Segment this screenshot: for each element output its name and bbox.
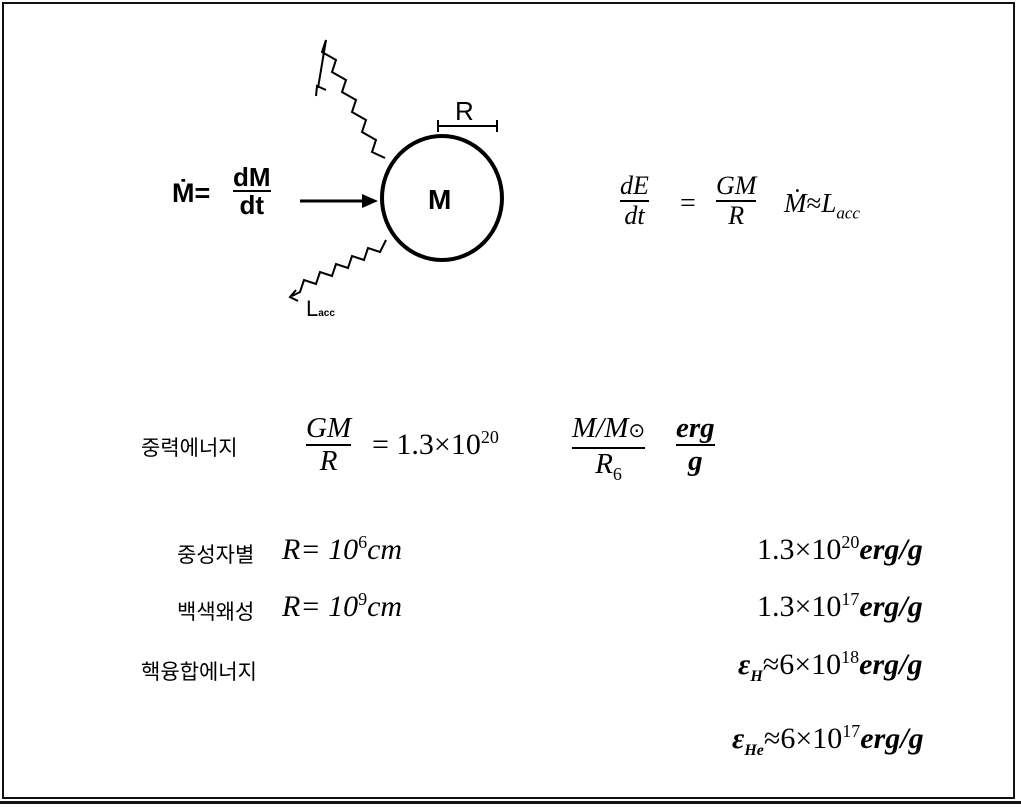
mass-ratio-text: M/M [572, 412, 629, 444]
de-numerator: dE [620, 171, 649, 200]
fusion-energy-label: 핵융합에너지 [141, 660, 257, 684]
accreting-star-circle [380, 134, 504, 262]
grav-unit-bar [676, 444, 715, 446]
gm-over-r-fraction: GM R [716, 171, 757, 230]
mass-label: M [428, 184, 452, 215]
radius-label: R [455, 96, 474, 126]
neutron-star-energy: 1.3×1020erg/g [757, 532, 923, 567]
ns-radius-exp: 6 [358, 532, 368, 552]
luminosity-subscript: acc [318, 308, 335, 319]
grav-coef-text: = 1.3×10 [372, 428, 481, 461]
mdot-symbol: Ṁ= [172, 178, 211, 208]
r6-letter: R [595, 448, 613, 480]
grav-r-denominator: R [319, 445, 338, 477]
grav-exponent: 20 [480, 427, 499, 447]
neutron-star-radius: R= 106cm [282, 532, 402, 567]
energy-rate-equals: = [680, 188, 696, 219]
eps-h-exp: 18 [841, 647, 860, 667]
accretion-arrow-head [362, 194, 378, 208]
eps-he-rest: ≈6×10 [763, 722, 843, 755]
ns-value-unit: erg/g [859, 533, 923, 566]
ns-radius-text: R= 10 [282, 533, 359, 566]
eps-he-sub: He [744, 742, 764, 759]
gm-r-bar [716, 200, 757, 202]
de-dt-bar [620, 200, 649, 202]
mdot-denominator: dt [239, 190, 265, 220]
helium-fusion-energy: εHe≈6×1017erg/g [732, 721, 924, 760]
dt-denominator: dt [624, 201, 645, 230]
approx-sign: ≈ [806, 188, 822, 218]
l-term: L [821, 188, 837, 218]
lower-radiation-wave [291, 239, 387, 297]
mdot-term: Ṁ [784, 188, 807, 218]
grav-mass-ratio-fraction: M/M⊙ R6 [572, 413, 646, 490]
wd-radius-text: R= 10 [282, 590, 359, 623]
diagram-frame [2, 2, 1015, 799]
grav-coefficient: = 1.3×1020 [372, 427, 499, 462]
grav-gm-bar [306, 444, 352, 446]
grav-mass-ratio-bar [572, 447, 646, 449]
eps-h-sub: H [750, 668, 763, 685]
white-dwarf-label: 백색왜성 [177, 600, 255, 624]
grav-gm-fraction: GM R [306, 412, 352, 477]
de-dt-fraction: dE dt [620, 172, 649, 230]
eps-he-exp: 17 [842, 721, 861, 741]
luminosity-main: L [306, 296, 319, 321]
wd-value-exp: 17 [841, 589, 860, 609]
ns-value-exp: 20 [841, 532, 860, 552]
white-dwarf-radius: R= 109cm [282, 589, 402, 624]
grav-r6: R6 [595, 449, 622, 490]
grav-mass-ratio: M/M⊙ [572, 413, 645, 447]
luminosity-label: Lacc [306, 296, 335, 322]
bottom-rule [0, 801, 1021, 804]
grav-gm-numerator: GM [306, 412, 352, 444]
energy-rate-rhs: Ṁ≈Lacc [784, 188, 860, 223]
grav-energy-label: 중력에너지 [141, 436, 238, 460]
mdot-numerator: dM [233, 162, 271, 192]
eps-h-rest: ≈6×10 [762, 648, 842, 681]
upper-radiation-arrow-head [315, 84, 327, 97]
l-acc-subscript: acc [836, 203, 860, 223]
grav-unit-fraction: erg g [676, 413, 715, 477]
eps-he-unit: erg/g [860, 722, 924, 755]
gm-numerator: GM [716, 171, 757, 200]
wd-radius-unit: cm [367, 590, 403, 623]
eps-h-unit: erg/g [859, 648, 923, 681]
r6-subscript: 6 [612, 463, 622, 484]
grav-unit-denominator: g [688, 445, 703, 477]
hydrogen-fusion-energy: εH≈6×1018erg/g [738, 647, 922, 686]
ns-radius-unit: cm [367, 533, 403, 566]
mdot-fraction: dM dt [233, 164, 271, 218]
grav-unit-numerator: erg [676, 412, 715, 444]
white-dwarf-energy: 1.3×1017erg/g [757, 589, 923, 624]
wd-radius-exp: 9 [358, 589, 368, 609]
sun-symbol: ⊙ [628, 420, 646, 442]
wd-value-unit: erg/g [859, 590, 923, 623]
neutron-star-label: 중성자별 [177, 543, 255, 567]
eps-h: ε [738, 648, 751, 681]
mdot-fraction-bar [233, 190, 271, 192]
wd-value: 1.3×10 [757, 590, 842, 623]
upper-radiation-wave [317, 39, 386, 159]
eps-he: ε [732, 722, 745, 755]
r-denominator: R [728, 201, 745, 230]
lower-radiation-arrow-head [288, 289, 299, 302]
ns-value: 1.3×10 [757, 533, 842, 566]
